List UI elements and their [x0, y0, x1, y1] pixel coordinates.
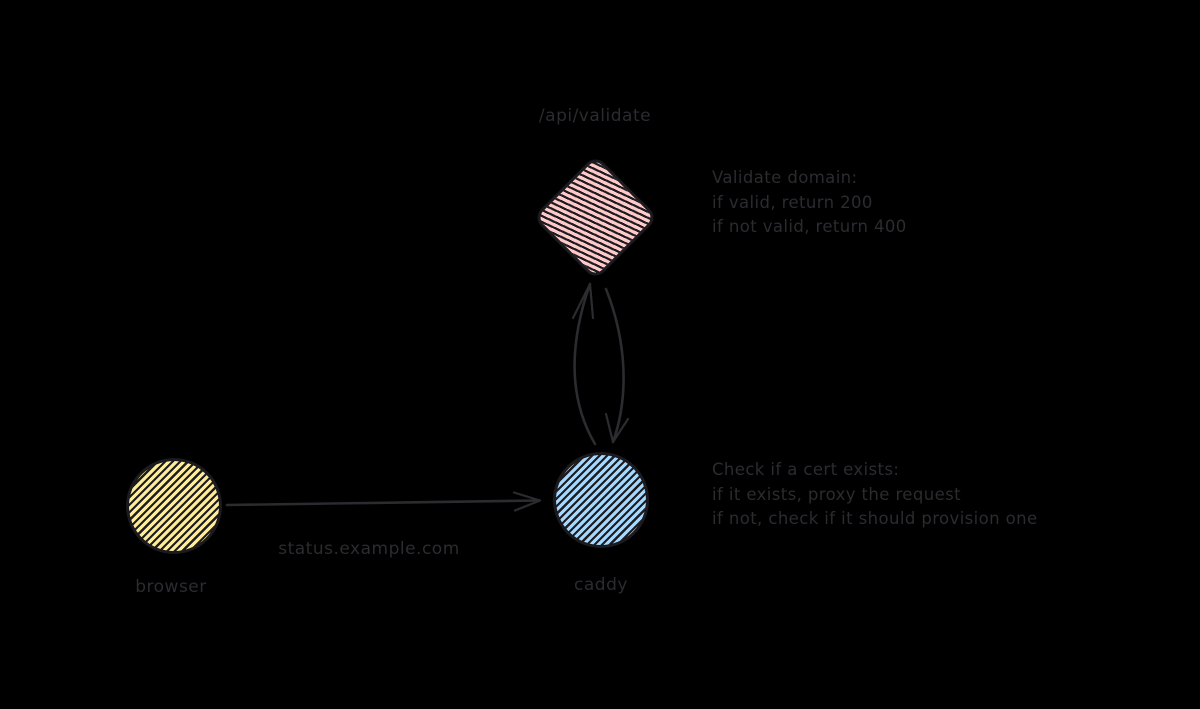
arrow-caddy-to-validate: [571, 282, 597, 446]
caddy-annotation-line: if it exists, proxy the request: [712, 484, 961, 504]
validate-annotation-line: Validate domain:: [712, 168, 858, 187]
caddy-circle-node: [553, 452, 649, 548]
arrow-browser-to-caddy: [225, 491, 542, 512]
validate-node-label: /api/validate: [538, 106, 652, 126]
browser-node-label: browser: [135, 577, 207, 597]
validate-annotation-line: if not valid, return 400: [712, 217, 907, 236]
validate-annotation: Validate domain: if valid, return 200 if…: [712, 166, 907, 240]
caddy-annotation-line: if not, check if it should provision one: [712, 509, 1038, 528]
caddy-node-label: caddy: [574, 575, 628, 595]
browser-circle-node: [126, 458, 222, 554]
validate-annotation-line: if valid, return 200: [712, 192, 873, 212]
caddy-annotation: Check if a cert exists: if it exists, pr…: [712, 458, 1038, 532]
arrow-validate-to-caddy: [604, 287, 630, 444]
caddy-annotation-line: Check if a cert exists:: [712, 460, 900, 479]
edge-label-status-domain: status.example.com: [278, 539, 460, 559]
